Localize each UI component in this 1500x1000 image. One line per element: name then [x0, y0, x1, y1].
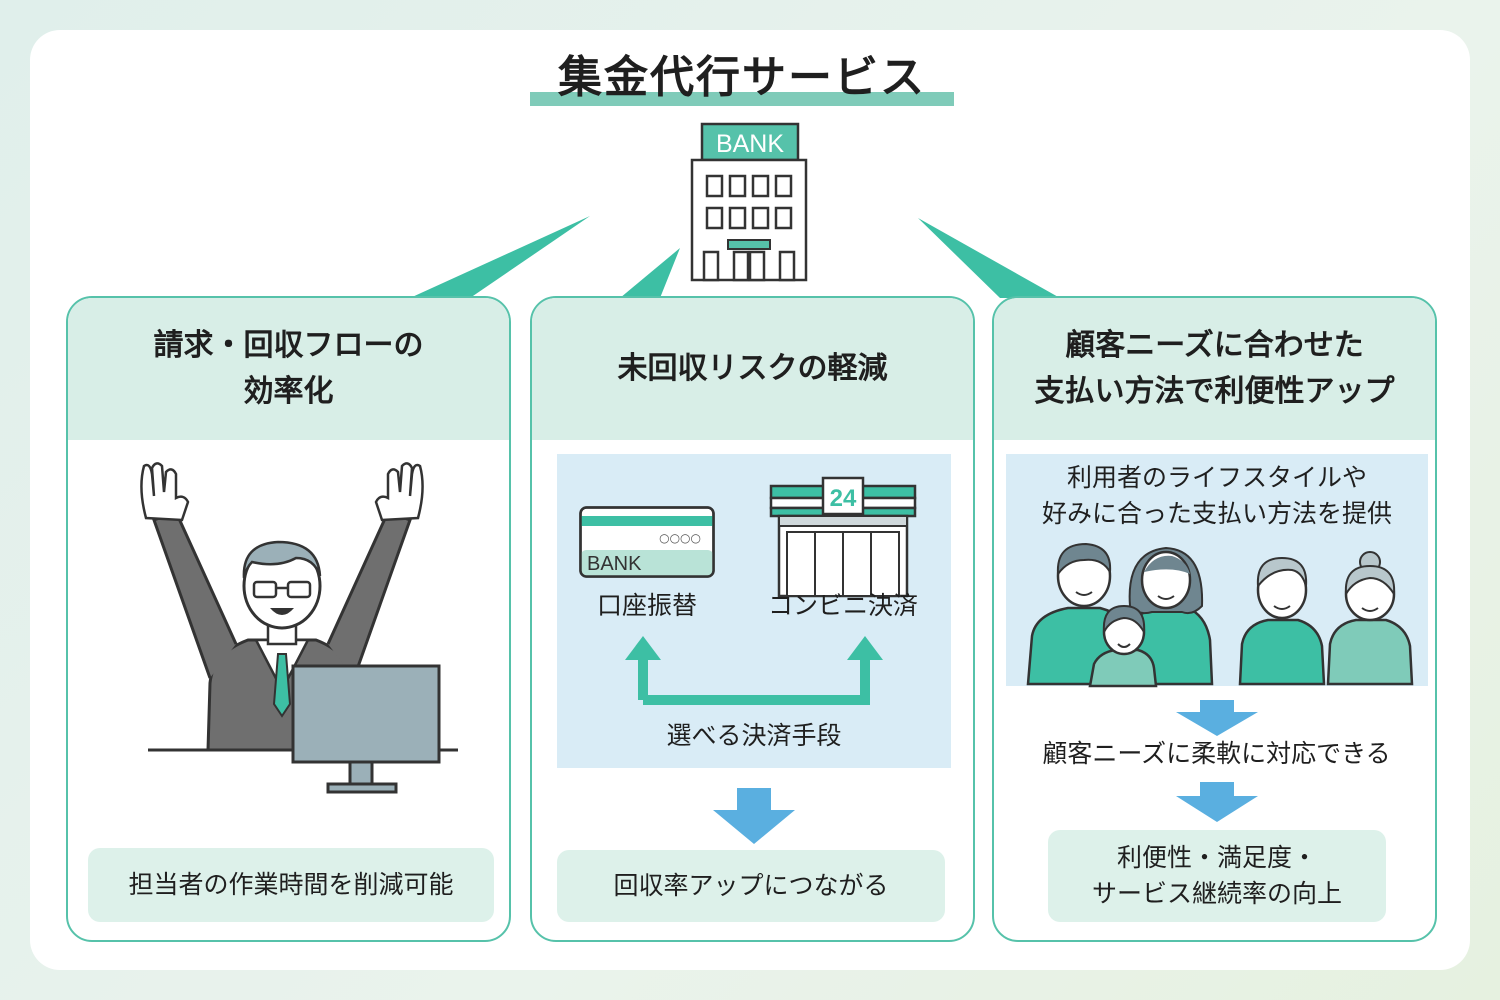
methods-caption: 選べる決済手段: [666, 721, 842, 750]
down-arrow-icon: [1176, 700, 1258, 736]
panel-heading-line: 請求・回収フローの: [153, 328, 424, 363]
businessman-illustration: [140, 462, 458, 794]
wedge-right: [918, 218, 1060, 298]
down-arrow-icon: [713, 788, 795, 844]
result-text-line: 利便性・満足度・: [1116, 843, 1317, 872]
result-text: 担当者の作業時間を削減可能: [128, 870, 454, 899]
panel-heading-line: 顧客ニーズに合わせた: [1065, 328, 1364, 363]
panel-header: 未回収リスクの軽減: [532, 298, 973, 440]
panel-convenience: 顧客ニーズに合わせた 支払い方法で利便性アップ 利用者のライフスタイルや 好みに…: [992, 296, 1437, 942]
result-text-line: サービス継続率の向上: [1091, 879, 1342, 908]
title-block: 集金代行サービス: [530, 50, 954, 106]
bank-sign-text: BANK: [716, 130, 784, 158]
panel-header: 請求・回収フローの 効率化: [68, 298, 509, 440]
intro-line: 好みに合った支払い方法を提供: [1041, 499, 1392, 528]
wedge-left: [410, 216, 590, 298]
method-label-convenience-store: コンビニ決済: [767, 591, 918, 620]
result-box: 利便性・満足度・ サービス継続率の向上: [1048, 830, 1386, 922]
panel-header: 顧客ニーズに合わせた 支払い方法で利便性アップ: [994, 298, 1435, 440]
panel-efficiency: 請求・回収フローの 効率化 担当者の作業時間を削減可能: [66, 296, 511, 942]
page-title: 集金代行サービス: [558, 52, 926, 103]
bank-card-icon: ○○○○ BANK: [579, 506, 715, 578]
panel-heading-line: 効率化: [243, 374, 334, 409]
down-arrow-icon: [1176, 782, 1258, 822]
panel-heading-line: 支払い方法で利便性アップ: [1034, 374, 1395, 409]
bank-building-icon: BANK: [690, 122, 808, 282]
card-bank-text: BANK: [587, 553, 642, 575]
convenience-store-icon: 24: [769, 476, 917, 598]
method-label-account-transfer: 口座振替: [596, 591, 697, 620]
choice-arrows-icon: [625, 636, 883, 705]
title-underline: [530, 92, 954, 106]
family-illustration: [1026, 542, 1414, 688]
middle-text: 顧客ニーズに柔軟に対応できる: [1042, 739, 1391, 768]
users-box: 利用者のライフスタイルや 好みに合った支払い方法を提供: [1006, 454, 1428, 688]
panel-risk-reduction: 未回収リスクの軽減 ○○○○ BANK 24 口座振替 コン: [530, 296, 975, 942]
result-text: 回収率アップにつながる: [613, 871, 889, 900]
panel-heading-line: 未回収リスクの軽減: [617, 351, 888, 386]
result-box: 担当者の作業時間を削減可能: [88, 848, 494, 922]
result-box: 回収率アップにつながる: [557, 850, 945, 922]
intro-line: 利用者のライフスタイルや: [1066, 463, 1367, 492]
wedge-center: [620, 248, 680, 298]
store-sign-text: 24: [830, 485, 857, 512]
card-dots-text: ○○○○: [659, 531, 701, 545]
payment-methods-box: ○○○○ BANK 24 口座振替 コンビニ決済 選べる決済手段: [557, 454, 951, 768]
